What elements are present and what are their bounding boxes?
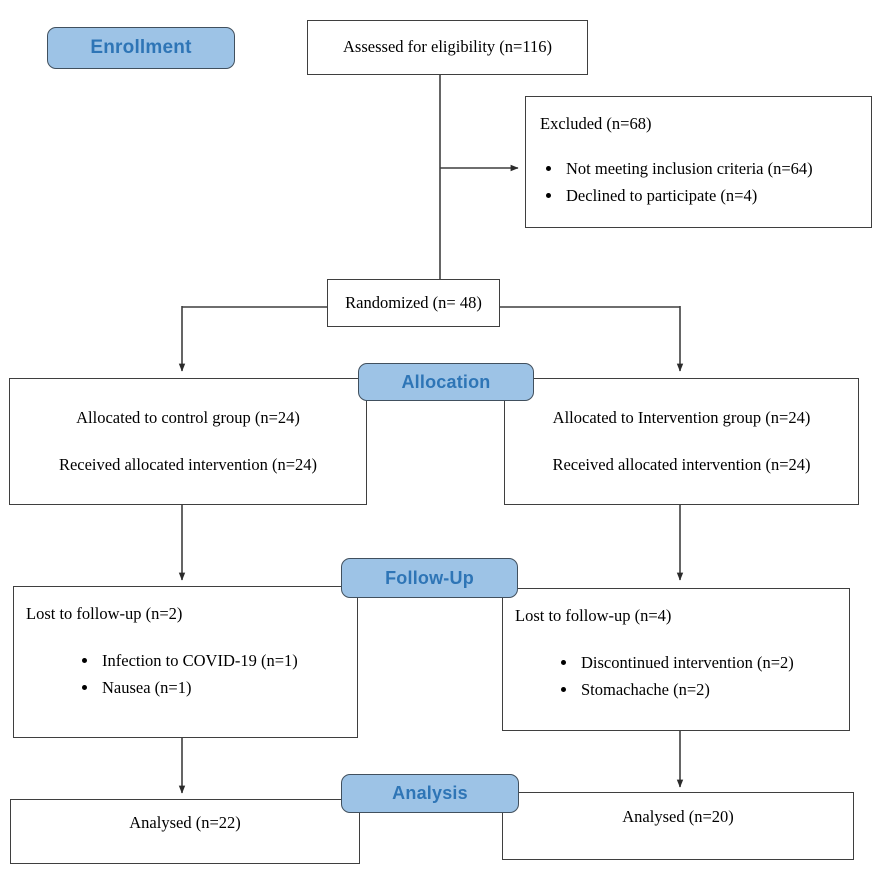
list-item: Declined to participate (n=4)	[540, 185, 871, 206]
node-analysed-control-label: Analysed (n=22)	[129, 813, 241, 832]
node-analysed-intervention: Analysed (n=20)	[502, 792, 854, 860]
node-lost-followup-intervention: Lost to follow-up (n=4) Discontinued int…	[502, 588, 850, 731]
node-allocated-control-line2: Received allocated intervention (n=24)	[58, 454, 318, 474]
list-item: Infection to COVID-19 (n=1)	[76, 650, 357, 671]
stage-badge-enrollment: Enrollment	[47, 27, 235, 69]
node-lost-followup-control: Lost to follow-up (n=2) Infection to COV…	[13, 586, 358, 738]
list-item: Not meeting inclusion criteria (n=64)	[540, 158, 871, 179]
stage-badge-followup-label: Follow-Up	[385, 567, 474, 588]
stage-badge-allocation: Allocation	[358, 363, 534, 401]
stage-badge-enrollment-label: Enrollment	[90, 37, 192, 58]
node-randomized-label: Randomized (n= 48)	[345, 292, 482, 312]
list-item: Nausea (n=1)	[76, 677, 357, 698]
stage-badge-analysis-label: Analysis	[392, 783, 468, 803]
node-allocated-intervention-line1: Allocated to Intervention group (n=24)	[552, 407, 811, 427]
node-lost-followup-control-reason-list: Infection to COVID-19 (n=1) Nausea (n=1)	[76, 650, 357, 698]
node-randomized: Randomized (n= 48)	[327, 279, 500, 327]
stage-badge-followup: Follow-Up	[341, 558, 518, 598]
node-excluded: Excluded (n=68) Not meeting inclusion cr…	[525, 96, 872, 228]
list-item: Discontinued intervention (n=2)	[555, 652, 849, 673]
node-lost-followup-intervention-reason-list: Discontinued intervention (n=2) Stomacha…	[555, 652, 849, 700]
node-allocated-control-line1: Allocated to control group (n=24)	[76, 407, 300, 427]
node-assessed-label: Assessed for eligibility (n=116)	[343, 37, 552, 57]
stage-badge-analysis: Analysis	[341, 774, 519, 813]
node-excluded-heading: Excluded (n=68)	[540, 114, 652, 133]
node-excluded-reason-list: Not meeting inclusion criteria (n=64) De…	[540, 158, 871, 206]
node-lost-followup-intervention-heading: Lost to follow-up (n=4)	[515, 606, 672, 625]
node-allocated-intervention: Allocated to Intervention group (n=24) R…	[504, 378, 859, 505]
node-assessed-for-eligibility: Assessed for eligibility (n=116)	[307, 20, 588, 75]
node-analysed-intervention-label: Analysed (n=20)	[622, 807, 734, 826]
node-allocated-intervention-line2: Received allocated intervention (n=24)	[552, 454, 811, 474]
stage-badge-allocation-label: Allocation	[401, 371, 491, 392]
list-item: Stomachache (n=2)	[555, 679, 849, 700]
node-analysed-control: Analysed (n=22)	[10, 799, 360, 864]
node-lost-followup-control-heading: Lost to follow-up (n=2)	[26, 604, 183, 623]
node-allocated-control: Allocated to control group (n=24) Receiv…	[9, 378, 367, 505]
